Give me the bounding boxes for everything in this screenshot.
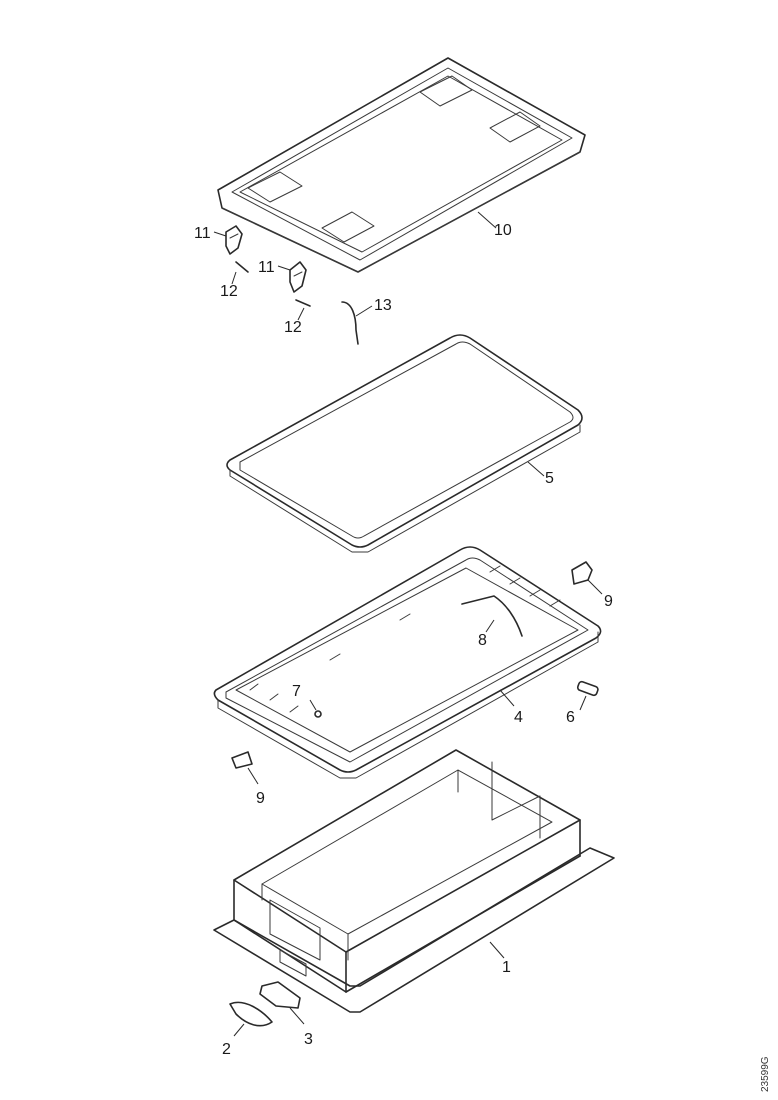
callout-2: 2 <box>222 1041 231 1058</box>
part-11b-clip <box>289 261 307 293</box>
leader-lines <box>213 211 603 1037</box>
callout-5: 5 <box>545 470 554 487</box>
callout-11a: 11 <box>194 225 211 242</box>
part-4-frame <box>213 546 602 779</box>
part-13-rod <box>341 301 359 345</box>
part-8-wire <box>461 595 523 637</box>
part-2-handle <box>229 1001 273 1027</box>
part-6-plug <box>576 680 599 697</box>
callout-11b: 11 <box>258 259 275 276</box>
part-3-latch <box>259 981 301 1009</box>
part-11a-clip <box>225 225 243 255</box>
part-9b-bracket <box>231 751 253 769</box>
part-9a-bracket <box>571 561 593 585</box>
callouts: 10 11 12 11 12 13 5 9 8 7 4 6 9 1 2 3 <box>194 222 613 1058</box>
callout-8: 8 <box>478 632 487 649</box>
callout-9a: 9 <box>604 593 613 610</box>
callout-9b: 9 <box>256 790 265 807</box>
document-number: 23599G <box>760 1056 771 1092</box>
callout-3: 3 <box>304 1031 313 1048</box>
callout-12b: 12 <box>284 319 302 336</box>
callout-4: 4 <box>514 709 523 726</box>
callout-7: 7 <box>292 683 301 700</box>
part-5-gasket <box>226 334 583 553</box>
part-7-screw <box>314 710 322 718</box>
callout-10: 10 <box>494 222 512 239</box>
callout-13: 13 <box>374 297 392 314</box>
part-12b-pin <box>295 299 311 307</box>
callout-12a: 12 <box>220 283 238 300</box>
callout-1: 1 <box>502 959 511 976</box>
part-12a-pin <box>235 261 249 273</box>
part-1-base <box>213 749 615 1013</box>
part-10-cover <box>217 57 586 273</box>
callout-6: 6 <box>566 709 575 726</box>
